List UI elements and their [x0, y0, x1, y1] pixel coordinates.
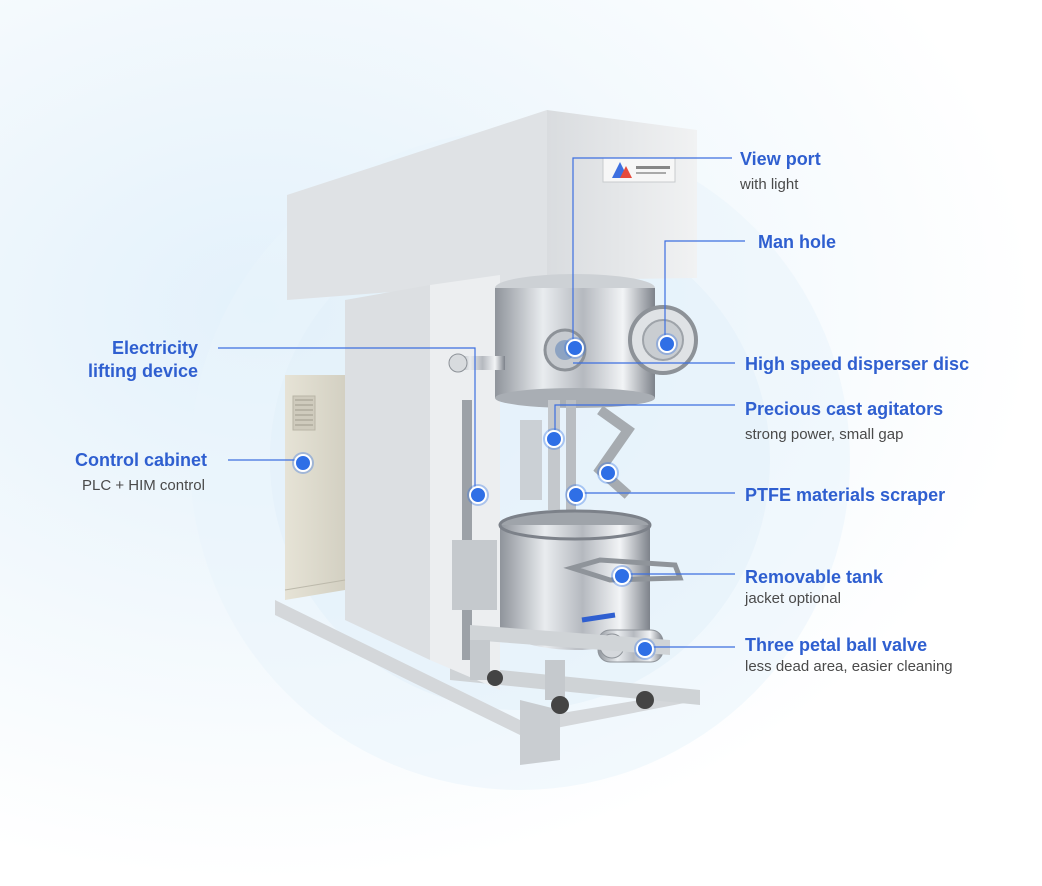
callout-subtitle: jacket optional — [745, 590, 841, 607]
top-arm-front — [547, 110, 697, 280]
callout-title-line2: lifting device — [87, 361, 198, 381]
leader-agitators — [554, 404, 735, 437]
callout-view-port: View port with light — [740, 148, 821, 195]
callout-title: Man hole — [758, 232, 837, 252]
leader-view-port — [572, 157, 732, 345]
control-cabinet-box — [285, 375, 345, 600]
callout-subtitle: less dead area, easier cleaning — [745, 658, 953, 675]
marker-view-port — [566, 339, 584, 357]
marker-lifting — [469, 486, 487, 504]
disperser-shaft — [548, 400, 560, 510]
leader-man-hole — [664, 240, 745, 342]
agitator-blade — [593, 405, 635, 499]
callout-lifting-device: Electricity lifting device — [60, 337, 198, 383]
removable-tank-body — [500, 525, 650, 650]
base-rail — [275, 600, 700, 735]
callout-disperser-disc: High speed disperser disc — [745, 353, 969, 376]
marker-scraper — [567, 486, 585, 504]
callout-cast-agitators: Precious cast agitators strong power, sm… — [745, 398, 943, 445]
callout-control-cabinet: Control cabinet PLC + HIM control — [75, 449, 207, 496]
marker-agitators — [545, 430, 563, 448]
callout-subtitle: strong power, small gap — [745, 426, 904, 443]
callout-title-line1: Electricity — [111, 338, 198, 358]
lift-bracket — [452, 540, 497, 610]
callout-title: Precious cast agitators — [745, 399, 944, 419]
callout-title: High speed disperser disc — [745, 354, 970, 374]
lift-rail — [462, 400, 472, 660]
callout-title: Control cabinet — [75, 450, 208, 470]
tank-handle — [563, 557, 684, 583]
callout-ball-valve: Three petal ball valve less dead area, e… — [745, 634, 953, 677]
leader-lifting — [218, 347, 476, 492]
callout-man-hole: Man hole — [758, 231, 836, 254]
callout-title: Three petal ball valve — [745, 635, 928, 655]
marker-tank — [613, 567, 631, 585]
callout-removable-tank: Removable tank jacket optional — [745, 566, 883, 609]
marker-cabinet — [294, 454, 312, 472]
marker-agitator-blade — [599, 464, 617, 482]
callout-title: PTFE materials scraper — [745, 485, 946, 505]
callout-title: View port — [740, 149, 821, 169]
callout-subtitle: PLC + HIM control — [82, 477, 205, 494]
callout-subtitle: with light — [740, 176, 799, 193]
marker-valve — [636, 640, 654, 658]
marker-man-hole — [658, 335, 676, 353]
callout-title: Removable tank — [745, 567, 884, 587]
feed-pipe — [455, 356, 505, 370]
top-arm-left — [287, 110, 547, 300]
callout-ptfe-scraper: PTFE materials scraper — [745, 484, 945, 507]
tank-cart — [470, 625, 670, 655]
column-front — [345, 285, 430, 660]
